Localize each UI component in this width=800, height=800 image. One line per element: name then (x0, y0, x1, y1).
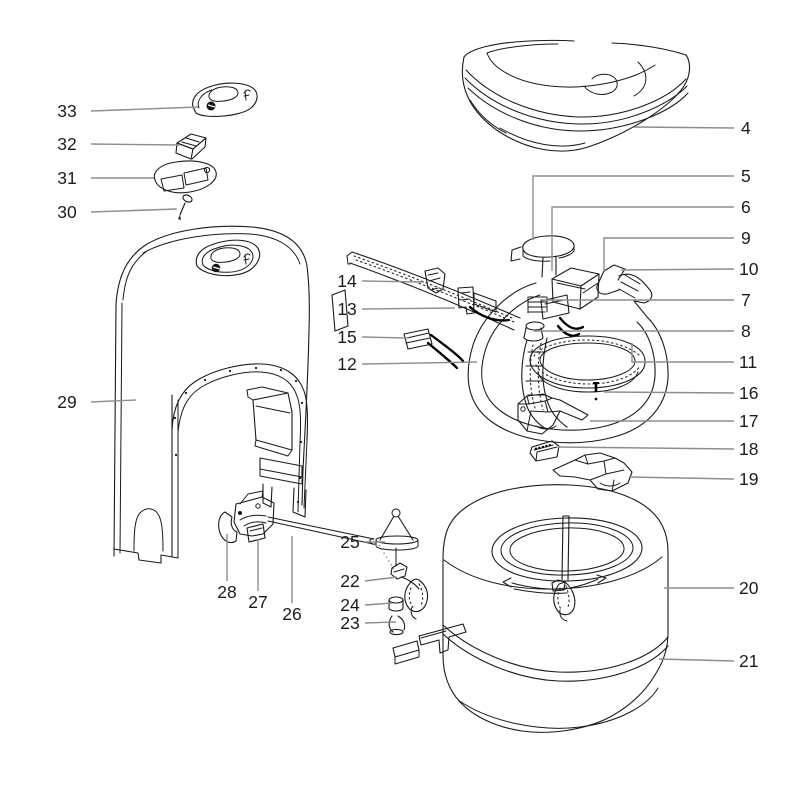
leader-line-12 (361, 361, 478, 365)
part-18-pad (529, 440, 560, 462)
leader-line-32 (90, 143, 181, 146)
leader-line-24 (364, 602, 393, 606)
part-label-28: 28 (217, 582, 236, 602)
part-label-27: 27 (248, 592, 267, 612)
leader-line-22 (364, 576, 398, 582)
part-20-21-waste-tank (392, 484, 669, 733)
person-icon (243, 89, 251, 101)
part-label-24: 24 (340, 595, 360, 615)
part-label-31: 31 (57, 168, 76, 188)
parts-26-27-28-pedal-mechanism (218, 490, 376, 545)
part-label-30: 30 (57, 202, 77, 222)
leader-line-15 (361, 336, 410, 339)
part-30-screw (178, 194, 193, 220)
part-32-switch (175, 133, 207, 160)
leader-line-6 (551, 206, 734, 271)
part-label-4: 4 (741, 118, 751, 138)
part-label-10: 10 (739, 259, 759, 279)
tube-and-base-ring-part-12 (331, 251, 646, 393)
leader-line-16 (603, 391, 735, 394)
part-label-5: 5 (741, 166, 751, 186)
leader-line-18 (557, 446, 735, 450)
part-label-9: 9 (741, 228, 751, 248)
part-label-20: 20 (739, 578, 759, 598)
part-15-box (403, 328, 465, 370)
part-label-22: 22 (340, 571, 359, 591)
parts-13-14-15-clips (403, 267, 511, 370)
part-23-hook (388, 615, 406, 636)
part-labels: 4 5 6 9 10 7 8 11 16 17 18 19 20 21 33 32 31 30 29 14 13 15 12… (57, 101, 758, 671)
dotted-connector-26-22 (378, 544, 396, 572)
part-label-13: 13 (337, 299, 356, 319)
part-14-clip (424, 267, 446, 294)
part-label-33: 33 (57, 101, 76, 121)
leader-line-10 (620, 268, 735, 271)
hose-parts-9-10-11 (467, 264, 669, 444)
part-label-19: 19 (739, 469, 758, 489)
part-label-7: 7 (741, 290, 751, 310)
part-29-upper-housing (113, 225, 310, 564)
part-label-16: 16 (739, 383, 758, 403)
leader-line-4 (633, 126, 735, 129)
part-33-panel-cover (192, 82, 258, 117)
part-label-26: 26 (282, 604, 301, 624)
part-label-32: 32 (57, 134, 76, 154)
part-16-pin (593, 382, 599, 401)
part-25-funnel (375, 508, 419, 551)
part-label-12: 12 (337, 354, 356, 374)
part-label-25: 25 (340, 532, 359, 552)
part-label-11: 11 (739, 352, 757, 372)
part-label-6: 6 (741, 197, 751, 217)
part-label-8: 8 (741, 321, 751, 341)
part-31-control-panel (153, 160, 217, 194)
cover-control-panel (195, 239, 261, 277)
part-label-17: 17 (739, 411, 758, 431)
leader-line-13 (361, 307, 456, 310)
part-13-bracket (457, 286, 511, 322)
leader-line-9 (603, 237, 734, 271)
rivet-dots (173, 366, 304, 504)
leader-line-11 (631, 343, 734, 363)
leader-line-19 (628, 476, 735, 480)
leader-line-29 (90, 399, 137, 403)
part-22-valve-crank (390, 562, 429, 620)
leader-line-14 (361, 280, 425, 283)
part-label-15: 15 (337, 327, 356, 347)
leader-line-5 (532, 175, 734, 240)
part-17-bracket (517, 393, 589, 435)
leader-line-23 (364, 621, 397, 624)
part-label-29: 29 (57, 392, 76, 412)
part-label-14: 14 (337, 271, 357, 291)
pump-assembly-parts-5-6-7-8 (510, 235, 600, 430)
person-icon (243, 253, 251, 265)
part-label-21: 21 (739, 651, 758, 671)
leader-lines (90, 106, 735, 662)
leader-line-30 (90, 208, 178, 213)
leader-line-21 (658, 658, 735, 662)
part-4-bowl (461, 39, 691, 152)
leader-line-33 (90, 106, 199, 112)
part-label-18: 18 (739, 439, 758, 459)
parts-22-23-24-25-valve-group (375, 508, 429, 636)
part-label-23: 23 (340, 613, 359, 633)
